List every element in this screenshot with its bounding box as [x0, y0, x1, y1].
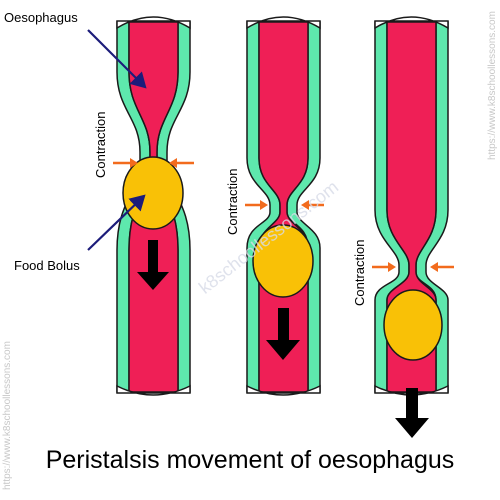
- contraction-arrowhead-right: [301, 200, 309, 210]
- contraction-arrowhead-left: [130, 158, 138, 168]
- oesophagus-label: Oesophagus: [4, 10, 78, 25]
- oesophagus-stage-3: [372, 16, 454, 438]
- tube-top-opening: [374, 16, 449, 30]
- contraction-label-stage-2: Contraction: [225, 168, 240, 235]
- oesophagus-stage-1: [113, 16, 194, 396]
- contraction-arrowhead-right: [169, 158, 177, 168]
- direction-arrow-down: [395, 388, 429, 438]
- contraction-label-stage-1: Contraction: [93, 111, 108, 178]
- tube-top-opening: [116, 16, 191, 30]
- contraction-arrowhead-left: [260, 200, 268, 210]
- tube-bottom-opening: [116, 384, 191, 396]
- tube-bottom-opening: [246, 384, 321, 396]
- food-bolus-label: Food Bolus: [14, 258, 80, 273]
- food-bolus-pointer-arrow: [87, 194, 146, 251]
- direction-arrow-down: [266, 308, 300, 360]
- food-bolus: [383, 289, 443, 361]
- watermark-right: https://www.k8schoollessons.com: [487, 11, 498, 160]
- contraction-arrowhead-right: [430, 262, 438, 272]
- oesophagus-pointer-arrow: [87, 29, 147, 89]
- contraction-label-stage-3: Contraction: [352, 239, 367, 306]
- contraction-arrowhead-left: [388, 262, 396, 272]
- tube-top-opening: [246, 16, 321, 30]
- oesophagus-stage-2: [245, 16, 324, 396]
- food-bolus: [122, 156, 184, 230]
- food-bolus: [252, 224, 314, 298]
- diagram-caption: Peristalsis movement of oesophagus: [45, 446, 455, 474]
- direction-arrow-down: [137, 240, 169, 290]
